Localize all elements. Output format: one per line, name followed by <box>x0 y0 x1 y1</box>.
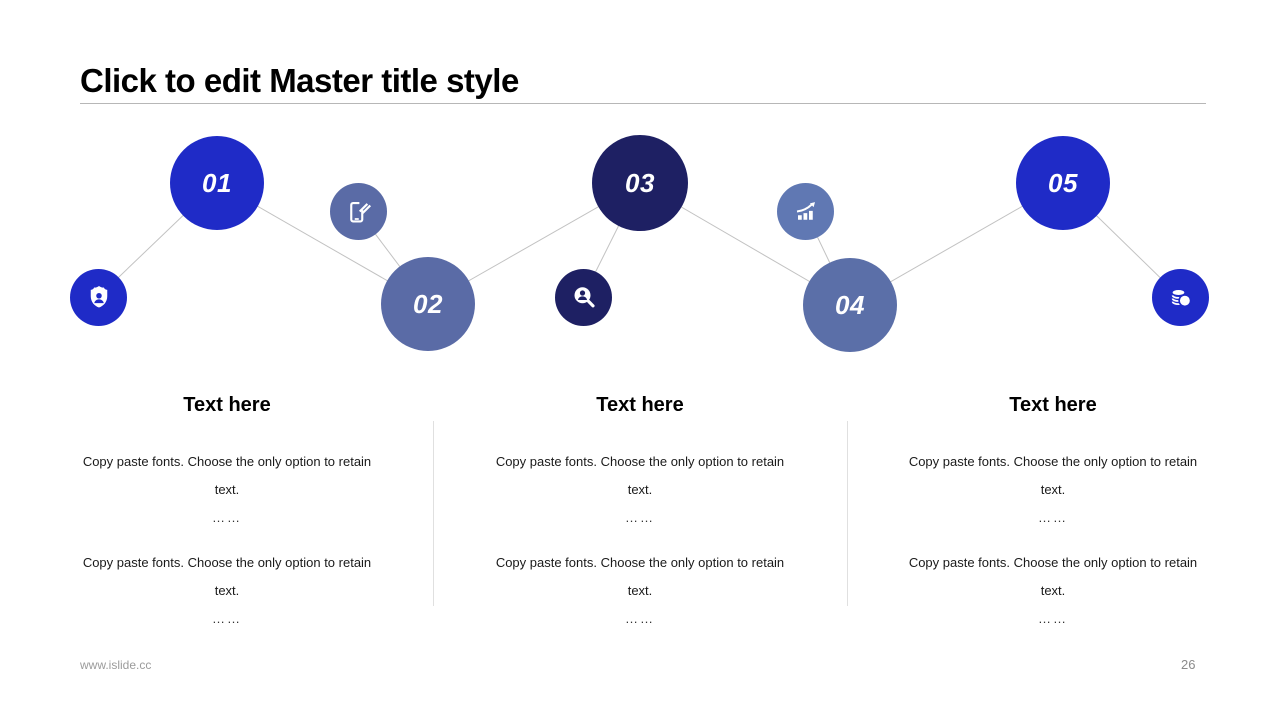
step-circle-01: 01 <box>170 136 264 230</box>
ellipsis: …… <box>212 611 242 626</box>
step-circle-03: 03 <box>592 135 688 231</box>
page-title[interactable]: Click to edit Master title style <box>80 62 519 99</box>
column-heading[interactable]: Text here <box>183 394 271 416</box>
text-column-1: Text here Copy paste fonts. Choose the o… <box>67 394 387 650</box>
shield-user-icon <box>70 269 127 326</box>
title-underline <box>80 103 1206 104</box>
tablet-pen-icon <box>330 183 387 240</box>
text-column-2: Text here Copy paste fonts. Choose the o… <box>480 394 800 650</box>
column-paragraph[interactable]: Copy paste fonts. Choose the only option… <box>908 555 1198 598</box>
step-number: 05 <box>1048 167 1078 198</box>
ellipsis: …… <box>212 510 242 525</box>
ellipsis: …… <box>1038 611 1068 626</box>
page-number: 26 <box>1181 657 1196 672</box>
step-circle-05: 05 <box>1016 136 1110 230</box>
column-heading[interactable]: Text here <box>1009 394 1097 416</box>
step-number: 01 <box>202 167 232 198</box>
column-paragraph[interactable]: Copy paste fonts. Choose the only option… <box>495 555 785 598</box>
step-circle-04: 04 <box>803 258 897 352</box>
step-circle-02: 02 <box>381 257 475 351</box>
text-column-3: Text here Copy paste fonts. Choose the o… <box>893 394 1213 650</box>
growth-chart-icon <box>777 183 834 240</box>
column-paragraph[interactable]: Copy paste fonts. Choose the only option… <box>908 454 1198 497</box>
step-number: 03 <box>625 167 655 198</box>
step-number: 02 <box>413 288 443 319</box>
column-divider <box>433 421 434 606</box>
column-paragraph[interactable]: Copy paste fonts. Choose the only option… <box>495 454 785 497</box>
step-number: 04 <box>835 289 865 320</box>
ellipsis: …… <box>1038 510 1068 525</box>
user-search-icon <box>555 269 612 326</box>
footer-website-link[interactable]: www.islide.cc <box>80 658 152 672</box>
coins-icon <box>1152 269 1209 326</box>
ellipsis: …… <box>625 611 655 626</box>
column-heading[interactable]: Text here <box>596 394 684 416</box>
column-paragraph[interactable]: Copy paste fonts. Choose the only option… <box>82 555 372 598</box>
column-divider <box>847 421 848 606</box>
column-paragraph[interactable]: Copy paste fonts. Choose the only option… <box>82 454 372 497</box>
ellipsis: …… <box>625 510 655 525</box>
